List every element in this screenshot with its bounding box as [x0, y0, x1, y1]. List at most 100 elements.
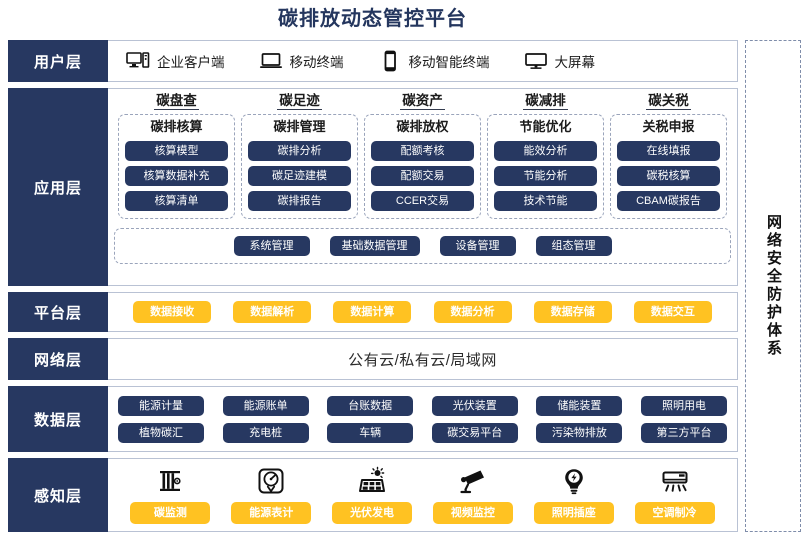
user-item-label: 企业客户端 — [157, 55, 225, 70]
sense-item-label: 空调制冷 — [634, 502, 715, 524]
user-item-label: 移动智能终端 — [408, 55, 490, 70]
cctv-camera-icon — [458, 466, 488, 496]
platform-item[interactable]: 数据接收 — [133, 301, 212, 323]
sense-item-carbon-monitoring[interactable]: 碳监测 — [130, 466, 211, 524]
app-item[interactable]: 碳排分析 — [248, 141, 351, 161]
app-item[interactable]: 核算清单 — [125, 191, 228, 211]
app-item[interactable]: 核算数据补充 — [125, 166, 228, 186]
data-item[interactable]: 能源计量 — [118, 395, 204, 416]
data-item[interactable]: 能源账单 — [222, 395, 309, 416]
layer-sense: 感知层 碳监测 — [8, 458, 738, 532]
user-item-smart-mobile-terminal[interactable]: 移动智能终端 — [378, 50, 490, 72]
app-column-carbon-inventory: 碳盘查 碳排核算 核算模型 核算数据补充 核算清单 — [118, 93, 235, 219]
data-row: 能源计量 能源账单 台账数据 光伏装置 储能装置 照明用电 — [118, 395, 727, 416]
app-group-title: 节能优化 — [519, 119, 572, 134]
data-item[interactable]: 充电桩 — [222, 422, 309, 443]
layer-platform-body: 数据接收 数据解析 数据计算 数据分析 数据存储 数据交互 — [108, 293, 737, 331]
app-column-carbon-asset: 碳资产 碳排放权 配额考核 配额交易 CCER交易 — [364, 93, 481, 219]
app-item[interactable]: 配额交易 — [371, 166, 474, 186]
layer-user: 用户层 企业客户端 — [8, 40, 738, 82]
desktop-tower-icon — [126, 50, 150, 72]
data-item[interactable]: 车辆 — [327, 422, 414, 443]
layer-platform: 平台层 数据接收 数据解析 数据计算 数据分析 数据存储 数据交互 — [8, 292, 738, 332]
sense-item-video-surveillance[interactable]: 视频监控 — [432, 466, 513, 524]
carbon-sensor-icon — [155, 466, 185, 496]
app-item[interactable]: 配额考核 — [371, 141, 474, 161]
network-layer-text: 公有云/私有云/局域网 — [348, 351, 497, 369]
app-item[interactable]: 节能分析 — [494, 166, 597, 186]
application-columns: 碳盘查 碳排核算 核算模型 核算数据补充 核算清单 碳足迹 碳排管理 碳排分析 … — [114, 93, 731, 219]
app-item[interactable]: CCER交易 — [371, 191, 474, 211]
page-title: 碳排放动态管控平台 — [278, 8, 467, 30]
layer-application-label: 应用层 — [8, 88, 108, 286]
data-item[interactable]: 第三方平台 — [640, 422, 727, 443]
app-column-title: 碳盘查 — [154, 93, 199, 110]
app-item[interactable]: 碳排报告 — [248, 191, 351, 211]
data-row: 植物碳汇 充电桩 车辆 碳交易平台 污染物排放 第三方平台 — [118, 422, 727, 443]
app-common-item[interactable]: 基础数据管理 — [329, 236, 420, 256]
app-group-title: 关税申报 — [642, 119, 695, 134]
monitor-icon — [524, 50, 548, 72]
app-item[interactable]: 能效分析 — [494, 141, 597, 161]
solar-panel-icon — [357, 466, 387, 496]
layer-network: 网络层 公有云/私有云/局域网 — [8, 338, 738, 380]
security-band: 网络安全防护体系 — [745, 40, 801, 532]
lightbulb-icon — [559, 466, 589, 496]
platform-item[interactable]: 数据解析 — [233, 301, 312, 323]
data-item[interactable]: 碳交易平台 — [431, 422, 518, 443]
app-group: 碳排管理 碳排分析 碳足迹建模 碳排报告 — [241, 114, 358, 219]
app-group: 碳排放权 配额考核 配额交易 CCER交易 — [364, 114, 481, 219]
data-item[interactable]: 光伏装置 — [431, 395, 518, 416]
app-group: 碳排核算 核算模型 核算数据补充 核算清单 — [118, 114, 235, 219]
app-common-item[interactable]: 组态管理 — [535, 236, 612, 256]
layer-data-label: 数据层 — [8, 386, 108, 452]
layer-network-body: 公有云/私有云/局域网 — [108, 339, 737, 379]
app-item[interactable]: 核算模型 — [125, 141, 228, 161]
app-group: 节能优化 能效分析 节能分析 技术节能 — [487, 114, 604, 219]
air-conditioner-icon — [660, 466, 690, 496]
app-group-title: 碳排放权 — [396, 119, 449, 134]
app-common-item[interactable]: 设备管理 — [439, 236, 516, 256]
app-item[interactable]: CBAM碳报告 — [617, 191, 720, 211]
layer-application-body: 碳盘查 碳排核算 核算模型 核算数据补充 核算清单 碳足迹 碳排管理 碳排分析 … — [108, 89, 737, 285]
app-item[interactable]: 技术节能 — [494, 191, 597, 211]
platform-item[interactable]: 数据存储 — [533, 301, 612, 323]
sense-item-label: 视频监控 — [432, 502, 513, 524]
user-item-label: 大屏幕 — [554, 55, 596, 70]
platform-item[interactable]: 数据交互 — [633, 301, 712, 323]
layer-user-body: 企业客户端 移动终端 — [108, 41, 737, 81]
data-item[interactable]: 污染物排放 — [536, 422, 623, 443]
sense-item-pv-generation[interactable]: 光伏发电 — [332, 466, 413, 524]
application-common-group: 系统管理 基础数据管理 设备管理 组态管理 — [114, 228, 731, 264]
layer-sense-body: 碳监测 能源表计 — [108, 459, 737, 531]
sense-item-lighting-socket[interactable]: 照明插座 — [533, 466, 614, 524]
sense-item-energy-meter[interactable]: 能源表计 — [231, 466, 312, 524]
layer-user-label: 用户层 — [8, 40, 108, 82]
platform-item[interactable]: 数据计算 — [333, 301, 412, 323]
platform-item[interactable]: 数据分析 — [433, 301, 512, 323]
sense-item-label: 能源表计 — [231, 502, 312, 524]
user-item-enterprise-client[interactable]: 企业客户端 — [126, 50, 225, 72]
smartphone-icon — [378, 50, 402, 72]
data-item[interactable]: 植物碳汇 — [118, 422, 204, 443]
security-band-label: 网络安全防护体系 — [765, 214, 782, 358]
data-item[interactable]: 照明用电 — [640, 395, 727, 416]
user-item-mobile-terminal[interactable]: 移动终端 — [259, 50, 344, 72]
app-item[interactable]: 碳足迹建模 — [248, 166, 351, 186]
user-item-big-screen[interactable]: 大屏幕 — [524, 50, 596, 72]
layer-sense-label: 感知层 — [8, 458, 108, 532]
data-item[interactable]: 储能装置 — [536, 395, 623, 416]
app-column-carbon-footprint: 碳足迹 碳排管理 碳排分析 碳足迹建模 碳排报告 — [241, 93, 358, 219]
app-column-carbon-reduction: 碳减排 节能优化 能效分析 节能分析 技术节能 — [487, 93, 604, 219]
app-item[interactable]: 碳税核算 — [617, 166, 720, 186]
sense-item-hvac-cooling[interactable]: 空调制冷 — [634, 466, 715, 524]
app-common-item[interactable]: 系统管理 — [233, 236, 310, 256]
app-column-title: 碳减排 — [523, 93, 568, 110]
data-item[interactable]: 台账数据 — [327, 395, 414, 416]
layer-data: 数据层 能源计量 能源账单 台账数据 光伏装置 储能装置 照明用电 植物碳汇 充… — [8, 386, 738, 452]
app-column-title: 碳足迹 — [277, 93, 322, 110]
app-column-title: 碳关税 — [646, 93, 691, 110]
app-item[interactable]: 在线填报 — [617, 141, 720, 161]
layer-data-body: 能源计量 能源账单 台账数据 光伏装置 储能装置 照明用电 植物碳汇 充电桩 车… — [108, 387, 737, 451]
